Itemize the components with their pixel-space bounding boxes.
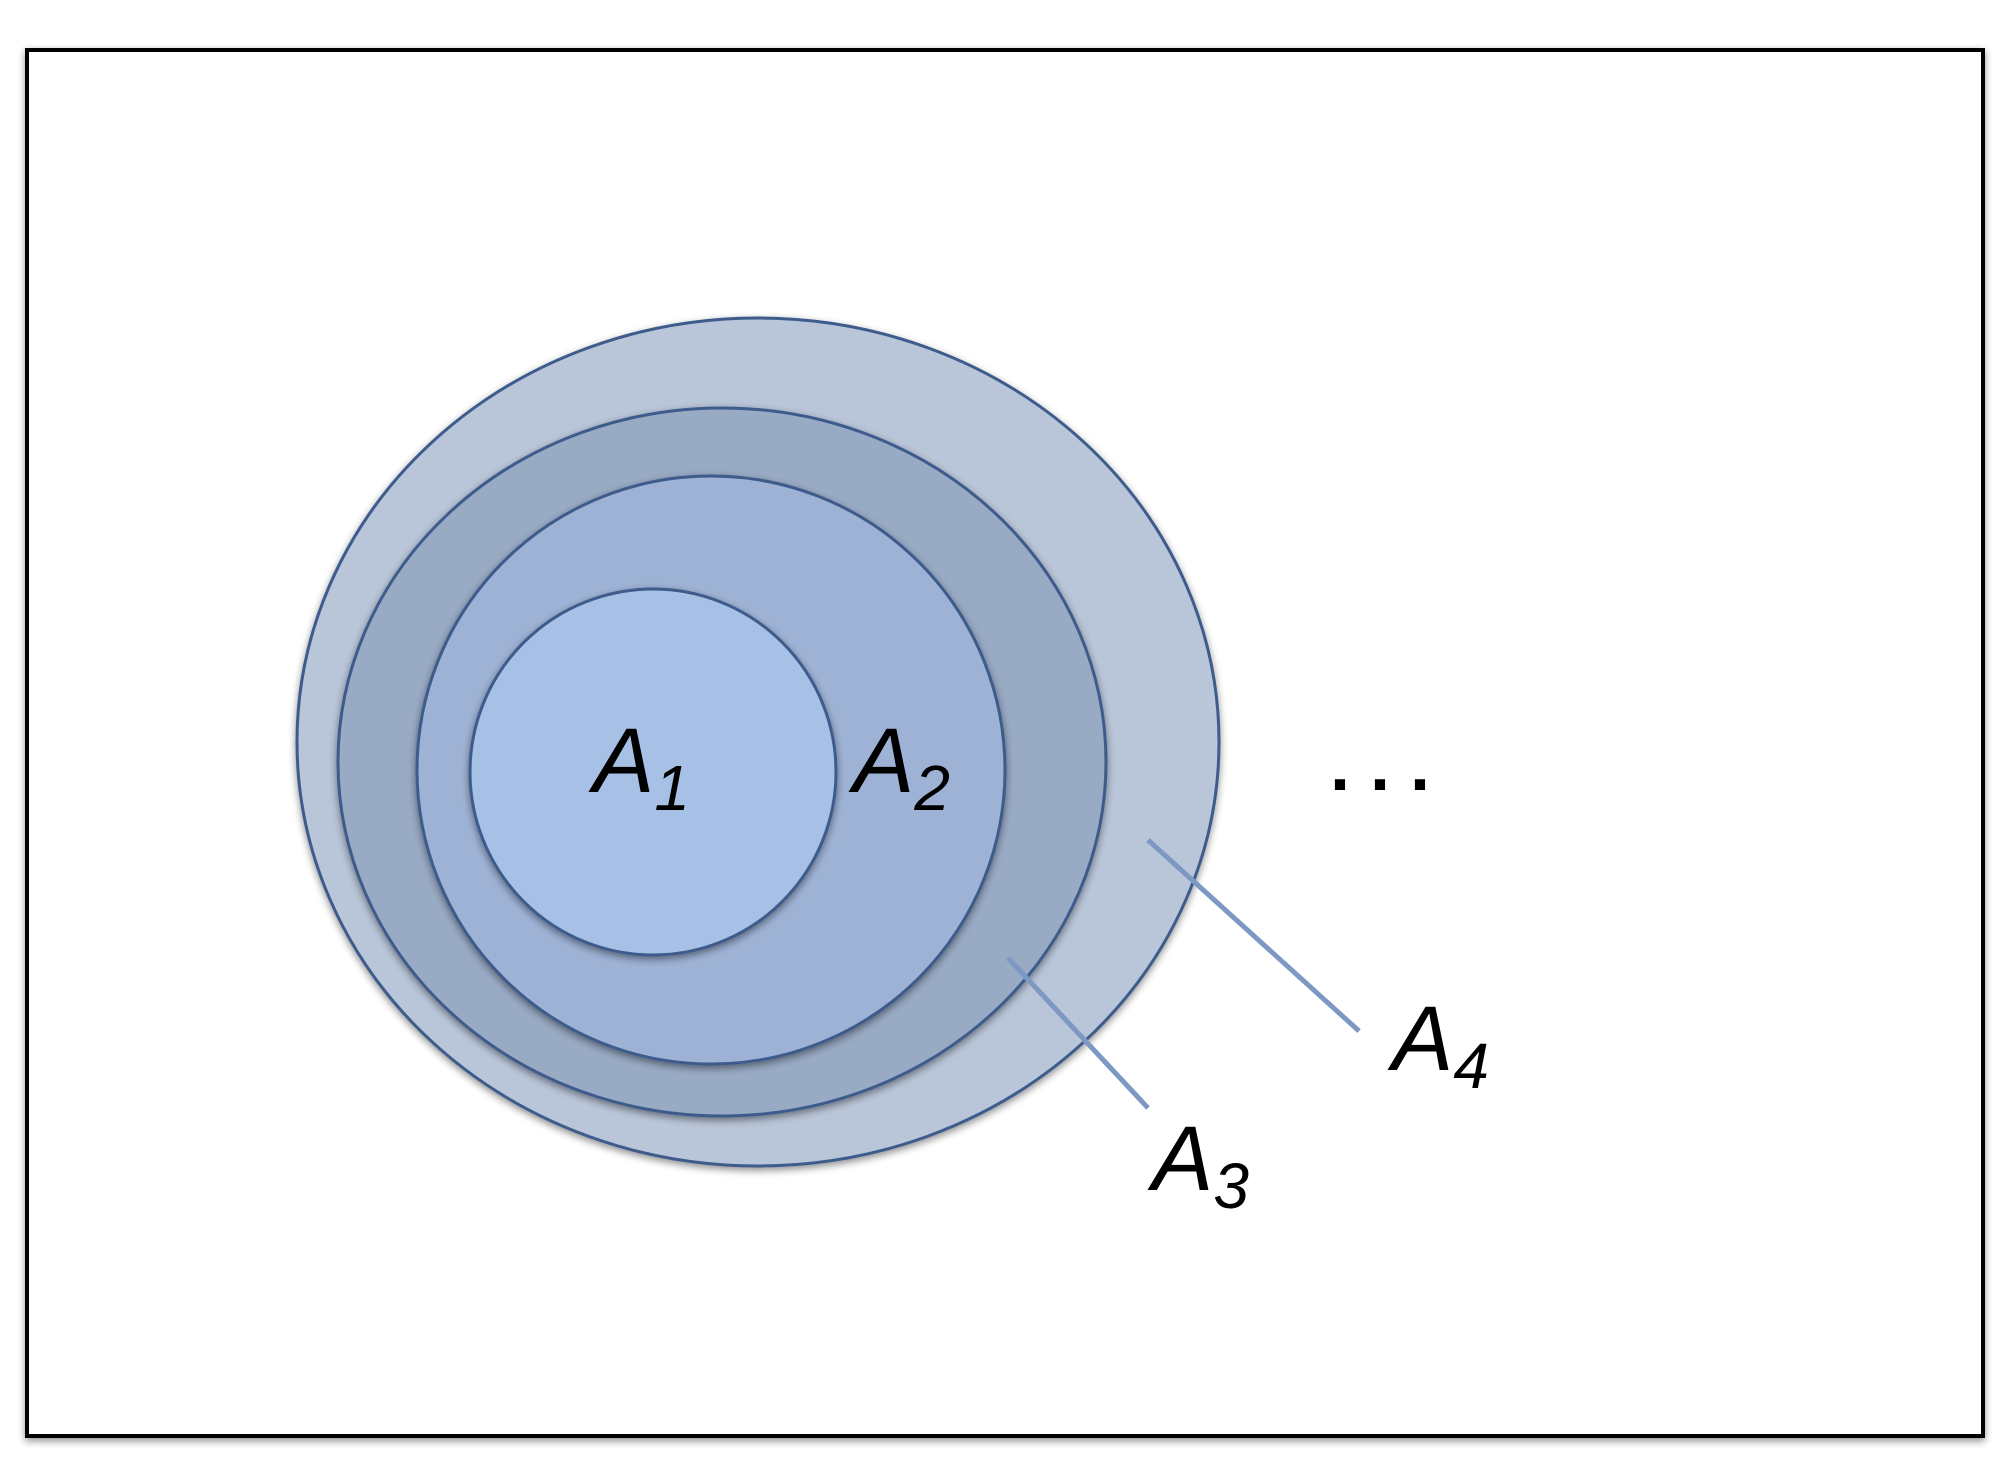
label-a4: A4: [1387, 988, 1489, 1102]
label-a3: A3: [1147, 1108, 1249, 1222]
label-a1: A1: [588, 710, 690, 824]
continuation-ellipsis: . . .: [1330, 726, 1430, 806]
set-a1-region: [468, 587, 838, 957]
leader-line-a4: [1146, 838, 1361, 1033]
label-a2: A2: [848, 710, 950, 824]
leader-line-a3: [1006, 956, 1150, 1110]
